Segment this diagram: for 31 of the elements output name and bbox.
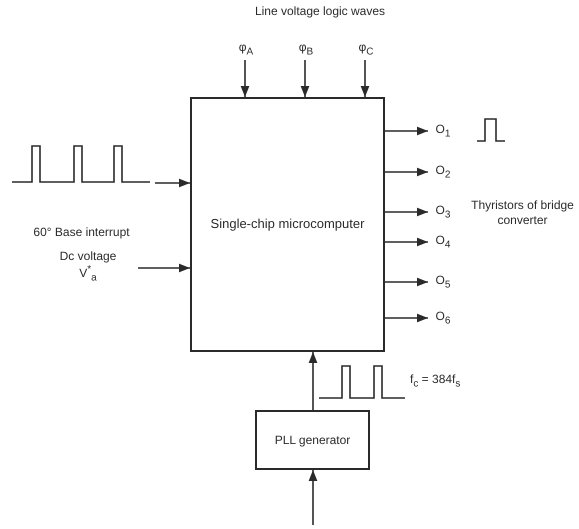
node-text: O$_{6}$ bbox=[436, 308, 450, 328]
node-text: O$_{4}$ bbox=[436, 232, 450, 252]
arrow bbox=[385, 126, 428, 136]
arrow bbox=[155, 178, 190, 188]
arrow bbox=[308, 352, 318, 410]
node-text: O$_{1}$ bbox=[436, 122, 450, 140]
arrow bbox=[385, 314, 428, 322]
annotation-text: Line voltage logic waves bbox=[254, 4, 386, 19]
process-box bbox=[255, 410, 370, 470]
node-text: 60° Base interrupt bbox=[33, 225, 130, 240]
process-box bbox=[190, 97, 385, 352]
node-text: O$_{5}$ bbox=[436, 272, 450, 292]
node-text: φ$_{B}$ bbox=[298, 40, 314, 58]
node-text: PLL generator bbox=[274, 432, 350, 448]
arrow bbox=[240, 60, 250, 97]
node-text: Dc voltage bbox=[60, 249, 116, 264]
arrow bbox=[385, 278, 428, 286]
arrow bbox=[308, 470, 318, 525]
arrow bbox=[138, 264, 190, 272]
node-text: φ$_{C}$ bbox=[358, 40, 374, 58]
node-text: O$_{3}$ bbox=[436, 202, 450, 222]
annotation-text: Thyristors of bridge converter bbox=[470, 198, 575, 228]
arrow bbox=[385, 208, 428, 216]
arrow bbox=[385, 238, 428, 246]
arrow bbox=[300, 60, 310, 97]
node-text: O$_{2}$ bbox=[436, 162, 450, 182]
node-text: φ$_{A}$ bbox=[238, 40, 254, 58]
node-text: Single-chip microcomputer bbox=[210, 216, 364, 233]
arrow bbox=[360, 60, 370, 97]
arrow bbox=[385, 168, 428, 176]
annotation-text: f$_{c}$ = 384f$_{s}$ bbox=[410, 372, 462, 391]
